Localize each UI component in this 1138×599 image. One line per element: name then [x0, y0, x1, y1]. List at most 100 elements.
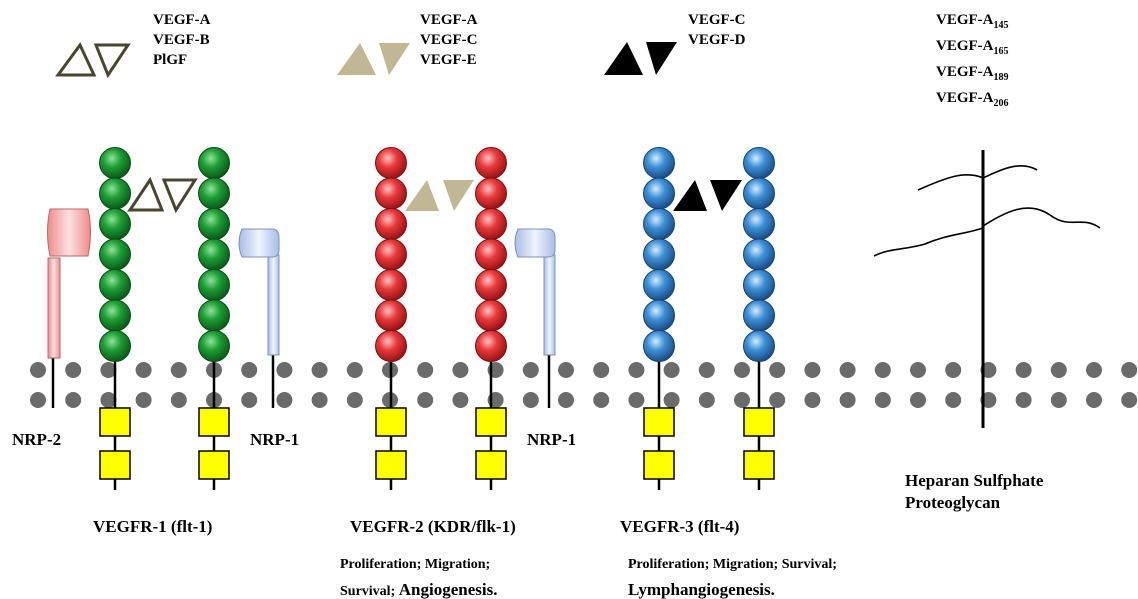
vegfr2-label: VEGFR-2 (KDR/flk-1)	[350, 517, 516, 536]
ligand-group1-list: VEGF-A VEGF-B PlGF	[153, 10, 211, 70]
tyrosine-kinase-domain	[743, 450, 775, 480]
ig-like-domain	[643, 299, 675, 332]
membrane-lipid-dot	[698, 362, 715, 378]
angiogenesis-label: Angiogenesis.	[398, 580, 498, 599]
vegfr3-monomer	[743, 147, 775, 490]
tyrosine-kinase-domain	[743, 407, 775, 437]
ig-like-domain	[475, 330, 507, 362]
vegfr1-label: VEGFR-1 (flt-1)	[93, 517, 213, 536]
membrane-lipid-dot	[346, 362, 363, 378]
tyrosine-kinase-domain	[643, 450, 675, 480]
membrane-lipid-dot	[698, 392, 715, 408]
ligand-group3-item: VEGF-C	[688, 12, 746, 28]
ig-like-domain	[375, 147, 407, 179]
bound-ligand-vegfr3	[673, 180, 742, 211]
membrane-lipid-dot	[628, 362, 645, 378]
membrane-lipid-dot	[452, 362, 469, 378]
ligand-group1-item: VEGF-A	[153, 12, 211, 28]
ig-like-domain	[198, 208, 230, 240]
ig-like-domain	[475, 269, 507, 301]
ig-like-domain	[99, 208, 131, 240]
ig-like-domain	[643, 269, 675, 301]
membrane-lipid-dot	[100, 362, 117, 378]
membrane-lipid-dot	[1121, 392, 1138, 408]
isoform-item: VEGF-A165	[936, 38, 1009, 57]
vegfr3-label: VEGFR-3 (flt-4)	[620, 517, 740, 536]
membrane-lipid-dot	[628, 392, 645, 408]
tyrosine-kinase-domain	[375, 450, 407, 480]
ig-like-domain	[99, 147, 131, 179]
tyrosine-kinase-domain	[475, 407, 507, 437]
membrane-lipid-dot	[135, 362, 152, 378]
membrane-lipid-dot	[311, 362, 328, 378]
hspg-label: Heparan Sulfphate Proteoglycan	[905, 471, 1044, 512]
nrp1-label: NRP-1	[250, 430, 300, 449]
vegfr2-monomer	[375, 147, 407, 490]
membrane-lipid-dot	[1086, 392, 1102, 408]
membrane-lipid-dot	[276, 392, 293, 408]
ig-like-domain	[99, 330, 131, 362]
ig-like-domain	[99, 269, 131, 301]
membrane-lipid-dot	[1015, 392, 1032, 408]
ig-like-domain	[99, 238, 131, 271]
receptor-monomers	[99, 147, 775, 490]
membrane-lipid-dot	[839, 392, 856, 408]
ig-like-domain	[475, 147, 507, 179]
ig-like-domain	[743, 238, 775, 271]
membrane-lipid-dot	[241, 392, 258, 408]
membrane-lipid-dot	[734, 392, 750, 408]
membrane-lipid-dot	[346, 392, 363, 408]
tyrosine-kinase-domain	[643, 407, 675, 437]
membrane-lipid-dot	[663, 392, 680, 408]
membrane-lipid-dot	[1121, 362, 1138, 378]
ig-like-domain	[475, 299, 507, 332]
membrane-lipid-dot	[874, 392, 891, 408]
membrane-lipid-dot	[417, 362, 434, 378]
membrane-lipid-dot	[945, 362, 962, 378]
ligand-group1-item: VEGF-B	[153, 32, 210, 48]
membrane-lipid-dot	[30, 392, 46, 408]
ig-like-domain	[643, 147, 675, 179]
membrane-lipid-dot	[170, 392, 187, 408]
tyrosine-kinase-domain	[475, 450, 507, 480]
nrp2-coreceptor	[47, 208, 91, 408]
tyrosine-kinase-domain	[375, 407, 407, 437]
membrane-lipid-dot	[804, 392, 821, 408]
ig-like-domain	[643, 330, 675, 362]
vegfr1-monomer	[99, 147, 131, 490]
ig-like-domain	[99, 177, 131, 210]
ig-like-domain	[743, 177, 775, 210]
ig-like-domain	[198, 299, 230, 332]
ig-like-domain	[643, 238, 675, 271]
nrp1-coreceptor-b	[514, 228, 556, 408]
tyrosine-kinase-domain	[99, 450, 131, 480]
membrane-lipid-dot	[734, 362, 750, 378]
ligand-group2-item: VEGF-A	[420, 12, 478, 28]
membrane-lipid-dot	[910, 362, 926, 378]
ig-like-domain	[743, 269, 775, 301]
cell-membrane	[30, 362, 1138, 408]
membrane-lipid-dot	[135, 392, 152, 408]
ig-like-domain	[375, 330, 407, 362]
membrane-lipid-dot	[1086, 362, 1102, 378]
ig-like-domain	[375, 299, 407, 332]
membrane-lipid-dot	[1015, 362, 1032, 378]
membrane-lipid-dot	[452, 392, 469, 408]
membrane-lipid-dot	[1050, 392, 1067, 408]
ig-like-domain	[375, 269, 407, 301]
lymphangiogenesis-label: Lymphangiogenesis.	[628, 580, 775, 599]
ligand-group2-icon	[337, 43, 410, 75]
vegfr3-function-line1: Proliferation; Migration; Survival;	[628, 557, 837, 572]
isoform-item: VEGF-A189	[936, 64, 1009, 83]
membrane-lipid-dot	[241, 362, 258, 378]
ig-like-domain	[375, 238, 407, 271]
membrane-lipid-dot	[945, 392, 962, 408]
ig-like-domain	[475, 238, 507, 271]
hspg-structure	[873, 150, 1101, 428]
ligand-group3-icon	[604, 42, 677, 75]
bound-ligand-vegfr2	[405, 180, 474, 211]
membrane-lipid-dot	[804, 362, 821, 378]
membrane-lipid-dot	[417, 392, 434, 408]
ig-like-domain	[643, 208, 675, 240]
